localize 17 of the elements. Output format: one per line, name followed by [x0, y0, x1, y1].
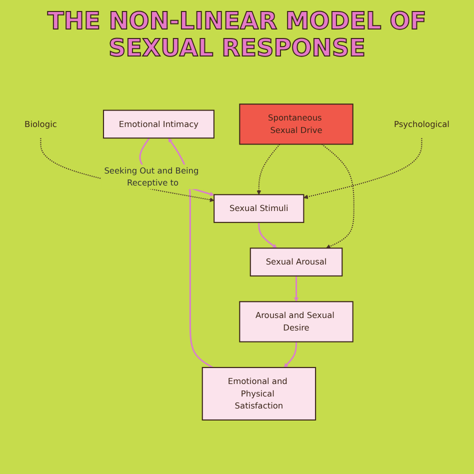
node-box: Sexual Arousal: [250, 248, 343, 276]
node-text: Biologic: [24, 118, 57, 129]
node-text: Psychological: [394, 118, 450, 129]
arrow: [294, 276, 299, 302]
arrow: [256, 144, 280, 195]
node-box: Emotional Intimacy: [102, 110, 214, 139]
title: THE NON-LINEAR MODEL OF SEXUAL RESPONSE: [46, 6, 428, 64]
node-box: Spontaneous Sexual Drive: [239, 104, 354, 145]
arrow: [321, 144, 354, 248]
node-box: Emotional and Physical Satisfaction: [202, 366, 316, 420]
arrow: [284, 342, 298, 368]
arrow: [258, 222, 278, 248]
node-box: Arousal and Sexual Desire: [239, 301, 354, 342]
edge-label: Seeking Out and Being Receptive to: [104, 166, 199, 188]
node-box: Sexual Stimuli: [214, 194, 304, 223]
arrow: [303, 138, 422, 199]
arrow: [168, 138, 214, 368]
